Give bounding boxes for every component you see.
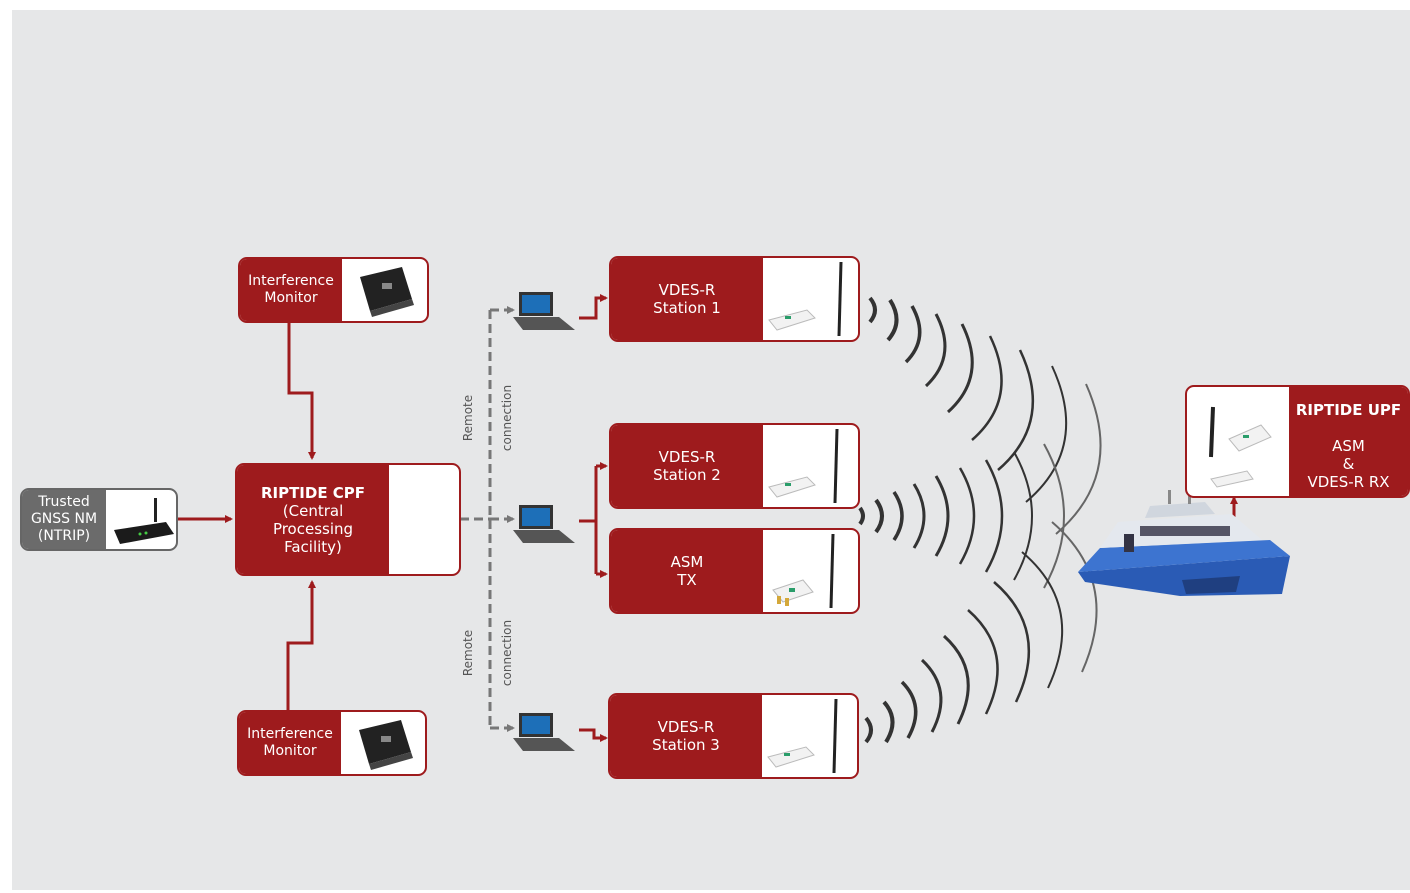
arrow-laptop3-to-station3 xyxy=(579,728,608,742)
radio-waves-station1 xyxy=(868,296,1102,535)
gnss-line3: (NTRIP) xyxy=(37,528,91,544)
receiver-antenna-image xyxy=(763,258,858,340)
remote-bottom-line2: connection xyxy=(500,619,514,687)
gnss-line2: GNSS NM xyxy=(30,511,98,527)
upf-title: RIPTIDE UPF xyxy=(1295,401,1402,419)
vdes-r-station3-box: VDES-R Station 3 xyxy=(608,693,859,779)
riptide-cpf-label: RIPTIDE CPF (Central Processing Facility… xyxy=(237,465,389,574)
station2-label: VDES-R Station 2 xyxy=(611,425,763,507)
station2-line1: VDES-R xyxy=(658,448,716,466)
cpf-line2: Processing xyxy=(272,519,354,538)
remote-bottom-line1: Remote xyxy=(461,629,475,677)
transmitter-antenna-image xyxy=(763,530,858,612)
station3-line2: Station 3 xyxy=(652,736,720,754)
interference-monitor-bottom-line2: Monitor xyxy=(263,743,317,759)
gnss-box: Trusted GNSS NM (NTRIP) xyxy=(20,488,178,551)
asm-tx-line1: ASM xyxy=(670,553,704,571)
interference-monitor-top-box: Interference Monitor xyxy=(238,257,429,323)
upf-line3: VDES-R RX xyxy=(1307,473,1390,491)
interference-monitor-top-line1: Interference xyxy=(248,273,334,289)
remote-connection-label-top: Remote connection xyxy=(436,373,540,463)
gnss-label: Trusted GNSS NM (NTRIP) xyxy=(22,490,106,549)
laptop-icon-2 xyxy=(513,505,575,543)
cpf-title: RIPTIDE CPF xyxy=(260,483,366,502)
laptop-icon-3 xyxy=(513,713,575,751)
remote-connection-label-bottom: Remote connection xyxy=(436,608,540,698)
station2-line2: Station 2 xyxy=(653,466,721,484)
arrow-monitor-top-to-cpf xyxy=(287,322,316,460)
interference-monitor-top-label: Interference Monitor xyxy=(240,259,342,321)
riptide-upf-box: RIPTIDE UPF ASM & VDES-R RX xyxy=(1185,385,1410,498)
gnss-line1: Trusted xyxy=(38,494,90,510)
radio-waves-station3 xyxy=(864,521,1098,744)
asm-tx-box: ASM TX xyxy=(609,528,860,614)
vdes-r-station2-box: VDES-R Station 2 xyxy=(609,423,860,509)
remote-top-line1: Remote xyxy=(461,394,475,442)
radio-waves-station2 xyxy=(858,443,1065,589)
vdes-r-station1-box: VDES-R Station 1 xyxy=(609,256,860,342)
asm-tx-label: ASM TX xyxy=(611,530,763,612)
station1-line1: VDES-R xyxy=(658,281,716,299)
monitor-device-image xyxy=(341,712,425,774)
receiver-antenna-image xyxy=(762,695,857,777)
boat-image xyxy=(1078,486,1290,596)
interference-monitor-bottom-label: Interference Monitor xyxy=(239,712,341,774)
station3-line1: VDES-R xyxy=(657,718,715,736)
receiver-antenna-image xyxy=(763,425,858,507)
cpf-line1: (Central xyxy=(282,501,344,520)
laptop-icon-1 xyxy=(513,292,575,330)
remote-top-line2: connection xyxy=(500,384,514,452)
riptide-cpf-box: RIPTIDE CPF (Central Processing Facility… xyxy=(235,463,461,576)
interference-monitor-bottom-line1: Interference xyxy=(247,726,333,742)
station1-line2: Station 1 xyxy=(653,299,721,317)
upf-devices-image xyxy=(1187,387,1289,496)
riptide-upf-label: RIPTIDE UPF ASM & VDES-R RX xyxy=(1289,387,1408,496)
interference-monitor-bottom-box: Interference Monitor xyxy=(237,710,427,776)
upf-line2: & xyxy=(1342,455,1355,473)
arrow-monitor-bottom-to-cpf xyxy=(286,580,316,712)
cpf-line3: Facility) xyxy=(284,537,342,556)
arrow-laptop1-to-station1 xyxy=(579,294,608,320)
interference-monitor-top-line2: Monitor xyxy=(264,290,318,306)
station1-label: VDES-R Station 1 xyxy=(611,258,763,340)
asm-tx-line2: TX xyxy=(677,571,697,589)
station3-label: VDES-R Station 3 xyxy=(610,695,762,777)
router-image xyxy=(106,490,176,549)
arrow-laptop2-split xyxy=(579,466,598,574)
upf-line1: ASM xyxy=(1332,437,1365,455)
monitor-device-image xyxy=(342,259,427,321)
